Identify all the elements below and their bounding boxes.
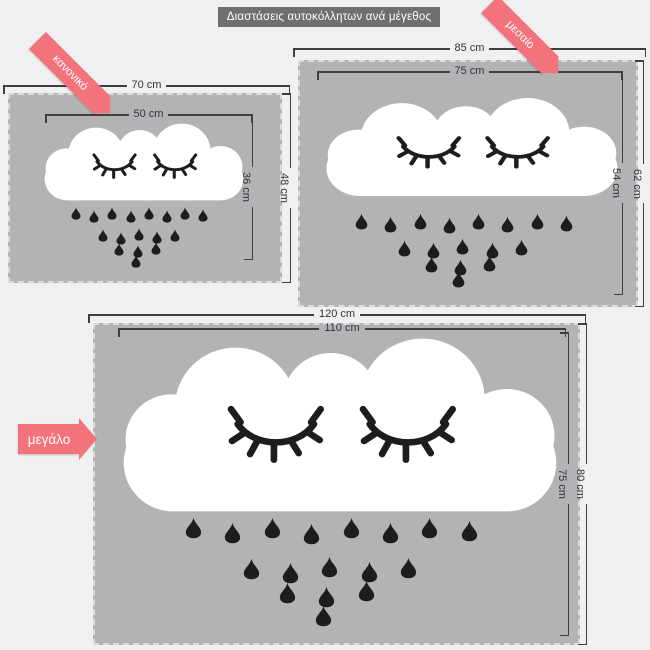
dim-outer-height-large: 80 cm bbox=[574, 323, 587, 645]
dim-label-inner-height-medium: 54 cm bbox=[610, 168, 622, 198]
raindrop-icon bbox=[180, 207, 190, 220]
raindrops-icon bbox=[185, 517, 488, 626]
sticker-panel-medium bbox=[298, 60, 638, 307]
raindrop-icon bbox=[425, 256, 438, 273]
raindrop-icon bbox=[515, 239, 528, 256]
dim-label-outer-height-medium: 62 cm bbox=[631, 168, 643, 199]
dim-label-inner-height-normal: 36 cm bbox=[240, 172, 252, 202]
raindrop-icon bbox=[472, 213, 485, 230]
sticker-panel-large bbox=[93, 323, 580, 645]
raindrop-icon bbox=[282, 562, 299, 584]
raindrop-icon bbox=[303, 523, 320, 545]
raindrop-icon bbox=[427, 242, 440, 259]
raindrop-icon bbox=[454, 259, 467, 276]
raindrop-icon bbox=[461, 520, 478, 542]
dim-inner-width-normal: 50 cm bbox=[45, 108, 252, 123]
raindrop-icon bbox=[152, 231, 162, 244]
page-title: Διαστάσεις αυτοκόλλητων ανά μέγεθος bbox=[218, 7, 440, 27]
raindrop-icon bbox=[501, 216, 514, 233]
raindrop-icon bbox=[560, 215, 573, 232]
raindrop-icon bbox=[456, 238, 469, 255]
dim-label-inner-width-large: 110 cm bbox=[324, 322, 360, 334]
raindrop-icon bbox=[162, 210, 172, 223]
dim-outer-width-medium: 85 cm bbox=[293, 42, 646, 57]
dim-label-outer-width-normal: 70 cm bbox=[131, 79, 162, 91]
raindrop-icon bbox=[321, 556, 338, 578]
raindrop-icon bbox=[151, 242, 161, 255]
sleepy-cloud-icon bbox=[324, 96, 620, 198]
sleepy-cloud-icon bbox=[120, 335, 560, 515]
raindrop-icon bbox=[443, 217, 456, 234]
raindrop-icon bbox=[116, 232, 126, 245]
raindrop-icon bbox=[144, 207, 154, 220]
dim-label-outer-width-medium: 85 cm bbox=[454, 42, 485, 54]
raindrop-icon bbox=[531, 213, 544, 230]
raindrop-icon bbox=[185, 517, 202, 539]
dim-inner-width-medium: 75 cm bbox=[317, 65, 622, 80]
raindrop-icon bbox=[358, 580, 375, 602]
raindrop-icon bbox=[264, 517, 281, 539]
raindrop-icon bbox=[224, 522, 241, 544]
raindrop-icon bbox=[398, 240, 411, 257]
raindrop-icon bbox=[133, 245, 143, 258]
raindrop-icon bbox=[343, 517, 360, 539]
raindrop-icon bbox=[114, 243, 124, 256]
raindrop-icon bbox=[384, 216, 397, 233]
dim-inner-height-normal: 36 cm bbox=[240, 114, 253, 260]
size-badge-medium-label: μεσαίο bbox=[503, 18, 537, 52]
raindrops-icon bbox=[71, 207, 211, 268]
size-badge-large: μεγάλο bbox=[18, 424, 80, 454]
raindrop-icon bbox=[71, 207, 81, 220]
dim-label-outer-width-large: 120 cm bbox=[318, 308, 356, 320]
raindrop-icon bbox=[126, 210, 136, 223]
raindrop-icon bbox=[421, 517, 438, 539]
raindrop-icon bbox=[318, 586, 335, 608]
dim-label-inner-width-normal: 50 cm bbox=[133, 108, 164, 120]
raindrop-icon bbox=[315, 605, 332, 627]
raindrop-icon bbox=[198, 209, 208, 222]
raindrop-icon bbox=[279, 582, 296, 604]
raindrop-icon bbox=[483, 255, 496, 272]
dim-label-inner-height-large: 75 cm bbox=[556, 469, 568, 499]
raindrop-icon bbox=[131, 255, 141, 268]
dim-inner-width-large: 110 cm bbox=[118, 322, 567, 337]
dim-label-inner-width-medium: 75 cm bbox=[454, 65, 485, 77]
raindrop-icon bbox=[361, 561, 378, 583]
raindrop-icon bbox=[486, 242, 499, 259]
dim-inner-height-medium: 54 cm bbox=[610, 71, 623, 295]
dim-inner-height-large: 75 cm bbox=[556, 332, 569, 636]
dim-outer-width-large: 120 cm bbox=[88, 308, 587, 323]
raindrop-icon bbox=[452, 271, 465, 288]
raindrop-icon bbox=[170, 229, 180, 242]
size-badge-large-label: μεγάλο bbox=[27, 431, 71, 447]
raindrop-icon bbox=[414, 213, 427, 230]
dim-outer-height-normal: 48 cm bbox=[278, 93, 291, 283]
raindrop-icon bbox=[400, 557, 417, 579]
dim-outer-height-medium: 62 cm bbox=[631, 60, 644, 307]
raindrop-icon bbox=[89, 210, 99, 223]
sticker-panel-normal bbox=[8, 93, 282, 283]
raindrop-icon bbox=[98, 229, 108, 242]
raindrops-icon bbox=[355, 213, 580, 288]
raindrop-icon bbox=[134, 228, 144, 241]
sleepy-cloud-icon bbox=[43, 122, 245, 202]
dim-label-outer-height-normal: 48 cm bbox=[278, 173, 290, 203]
dim-outer-width-normal: 70 cm bbox=[3, 79, 290, 94]
dim-label-outer-height-large: 80 cm bbox=[574, 469, 586, 499]
raindrop-icon bbox=[107, 207, 117, 220]
raindrop-icon bbox=[382, 522, 399, 544]
raindrop-icon bbox=[243, 558, 260, 580]
raindrop-icon bbox=[355, 213, 368, 230]
